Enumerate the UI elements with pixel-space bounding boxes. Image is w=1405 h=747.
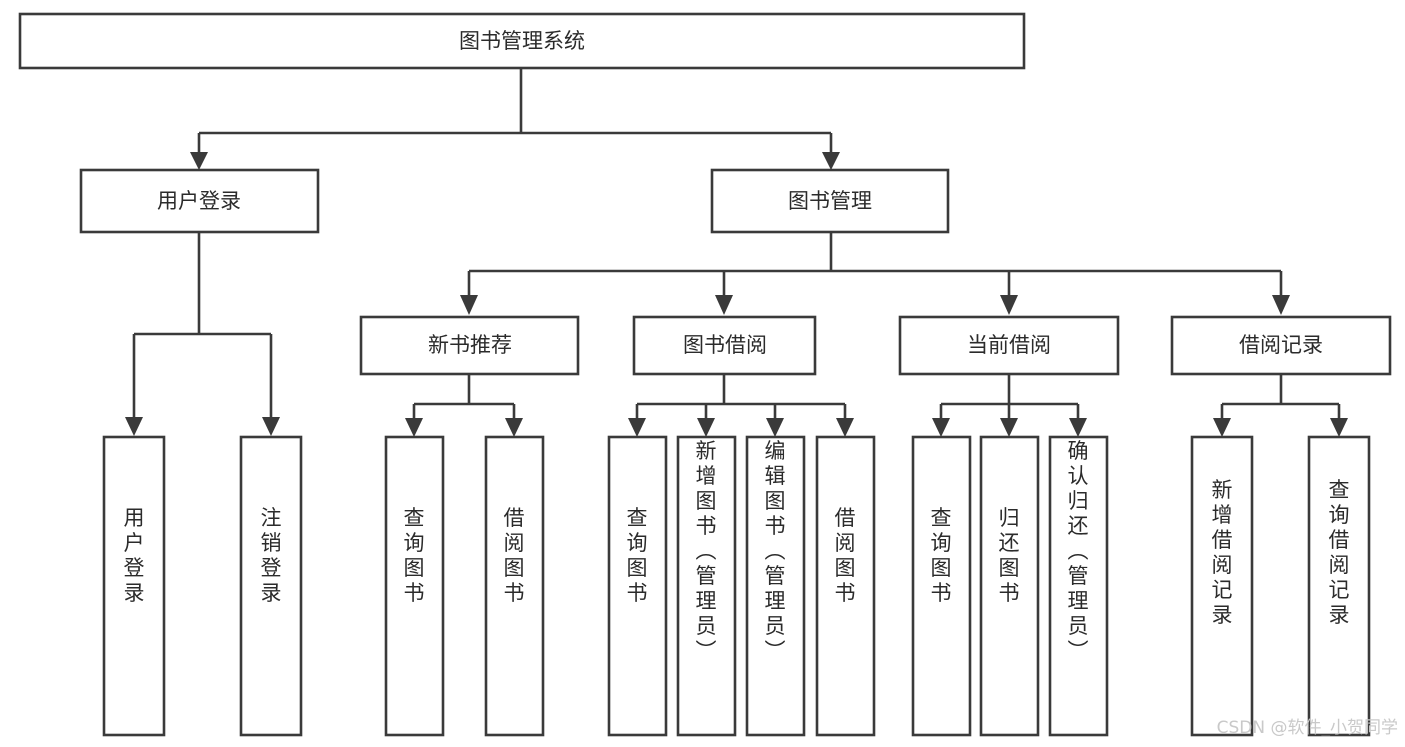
arrow-bookborrow-leaf-1 <box>628 418 646 437</box>
node-borrow-record[interactable]: 借阅记录 <box>1170 315 1392 376</box>
node-new-book-recommend-box[interactable] <box>359 315 580 376</box>
watermark-label: CSDN @软件_小贺同学 <box>1217 718 1398 738</box>
arrow-to-new-book <box>460 295 478 315</box>
leaf-add-borrow-record-label: 新增借阅记录 <box>1212 478 1233 627</box>
node-book-management[interactable]: 图书管理 <box>710 168 950 234</box>
node-user-login-label: 用户登录 <box>157 189 241 213</box>
leaf-borrow-book-recommend[interactable]: 借阅图书 <box>484 435 545 737</box>
leaf-logout-box[interactable] <box>239 435 303 737</box>
leaf-add-borrow-record[interactable]: 新增借阅记录 <box>1190 435 1254 737</box>
leaf-query-borrow-record-box[interactable] <box>1307 435 1371 737</box>
node-user-login[interactable]: 用户登录 <box>79 168 320 234</box>
leaf-query-book-recommend-label: 查询图书 <box>404 506 425 605</box>
leaf-query-book-borrow-box[interactable] <box>607 435 668 737</box>
leaf-query-borrow-record[interactable]: 查询借阅记录 <box>1307 435 1371 737</box>
leaf-borrow-book-borrow-label: 借阅图书 <box>835 506 856 605</box>
arrow-bookborrow-leaf-3 <box>766 418 784 437</box>
leaf-query-book-current[interactable]: 查询图书 <box>911 435 972 737</box>
arrow-to-borrow-record <box>1272 295 1290 315</box>
leaf-borrow-book-borrow-box[interactable] <box>815 435 876 737</box>
arrow-bookborrow-leaf-4 <box>836 418 854 437</box>
node-book-borrow-box[interactable] <box>632 315 817 376</box>
arrow-to-current-borrow <box>1000 295 1018 315</box>
leaf-edit-book-admin[interactable]: 编辑图书︵管理员︶ <box>745 435 806 737</box>
leaf-query-book-current-label: 查询图书 <box>931 506 952 605</box>
leaf-borrow-book-recommend-box[interactable] <box>484 435 545 737</box>
leaf-query-book-recommend-box[interactable] <box>384 435 445 737</box>
leaf-edit-book-admin-label: 编辑图书︵管理员︶ <box>765 439 786 663</box>
arrow-newbook-leaf-1 <box>405 418 423 437</box>
leaf-confirm-return-admin[interactable]: 确认归还︵管理员︶ <box>1048 435 1109 737</box>
leaf-query-book-borrow[interactable]: 查询图书 <box>607 435 668 737</box>
node-book-borrow-label: 图书借阅 <box>683 333 767 357</box>
leaf-query-book-current-box[interactable] <box>911 435 972 737</box>
leaf-borrow-book-borrow[interactable]: 借阅图书 <box>815 435 876 737</box>
arrow-to-leaf-logout <box>262 417 280 436</box>
leaf-return-book-label: 归还图书 <box>999 506 1020 605</box>
node-current-borrow-box[interactable] <box>898 315 1120 376</box>
leaf-user-login[interactable]: 用户登录 <box>102 435 166 737</box>
arrow-to-book-manage <box>822 152 840 170</box>
node-book-management-label: 图书管理 <box>788 189 872 213</box>
leaf-add-borrow-record-box[interactable] <box>1190 435 1254 737</box>
node-book-borrow[interactable]: 图书借阅 <box>632 315 817 376</box>
node-new-book-recommend-label: 新书推荐 <box>428 333 512 357</box>
connector-borrowrecord-to-leaves <box>1220 374 1341 418</box>
leaf-return-book[interactable]: 归还图书 <box>979 435 1040 737</box>
leaf-query-book-recommend[interactable]: 查询图书 <box>384 435 445 737</box>
leaf-query-book-borrow-label: 查询图书 <box>627 506 648 605</box>
arrow-borrowrecord-leaf-1 <box>1213 418 1231 437</box>
node-current-borrow-label: 当前借阅 <box>967 333 1051 357</box>
node-new-book-recommend[interactable]: 新书推荐 <box>359 315 580 376</box>
leaf-borrow-book-recommend-label: 借阅图书 <box>504 506 525 605</box>
node-root-book-management-system[interactable]: 图书管理系统 <box>18 12 1026 70</box>
leaf-logout-label: 注销登录 <box>261 506 282 605</box>
connector-newbook-to-leaves <box>412 374 516 418</box>
leaf-add-book-admin-box[interactable] <box>676 435 737 737</box>
leaf-user-login-box[interactable] <box>102 435 166 737</box>
arrow-currentborrow-leaf-1 <box>932 418 950 437</box>
leaf-edit-book-admin-box[interactable] <box>745 435 806 737</box>
leaf-confirm-return-admin-box[interactable] <box>1048 435 1109 737</box>
arrow-currentborrow-leaf-2 <box>1000 418 1018 437</box>
leaf-add-book-admin[interactable]: 新增图书︵管理员︶ <box>676 435 737 737</box>
node-root-label: 图书管理系统 <box>459 29 585 53</box>
arrow-borrowrecord-leaf-2 <box>1330 418 1348 437</box>
connector-layer <box>125 68 1348 437</box>
connector-bookmanage-to-level3 <box>467 232 1283 295</box>
leaf-logout[interactable]: 注销登录 <box>239 435 303 737</box>
leaf-return-book-box[interactable] <box>979 435 1040 737</box>
arrow-currentborrow-leaf-3 <box>1069 418 1087 437</box>
node-current-borrow[interactable]: 当前借阅 <box>898 315 1120 376</box>
connector-root-to-level2 <box>197 68 833 152</box>
arrow-to-user-login <box>190 152 208 170</box>
node-borrow-record-label: 借阅记录 <box>1239 333 1323 357</box>
node-user-login-box[interactable] <box>79 168 320 234</box>
arrow-to-leaf-user-login <box>125 417 143 436</box>
connector-userlogin-to-leaves <box>132 232 273 417</box>
leaf-user-login-label: 用户登录 <box>124 506 145 605</box>
node-book-management-box[interactable] <box>710 168 950 234</box>
arrow-to-book-borrow <box>715 295 733 315</box>
connector-currentborrow-to-leaves <box>939 374 1080 418</box>
node-root-box[interactable] <box>18 12 1026 70</box>
leaf-add-book-admin-label: 新增图书︵管理员︶ <box>696 439 717 663</box>
arrow-newbook-leaf-2 <box>505 418 523 437</box>
arrow-bookborrow-leaf-2 <box>697 418 715 437</box>
leaf-query-borrow-record-label: 查询借阅记录 <box>1329 478 1350 627</box>
leaf-confirm-return-admin-label: 确认归还︵管理员︶ <box>1068 439 1089 663</box>
node-borrow-record-box[interactable] <box>1170 315 1392 376</box>
connector-bookborrow-to-leaves <box>635 374 847 418</box>
